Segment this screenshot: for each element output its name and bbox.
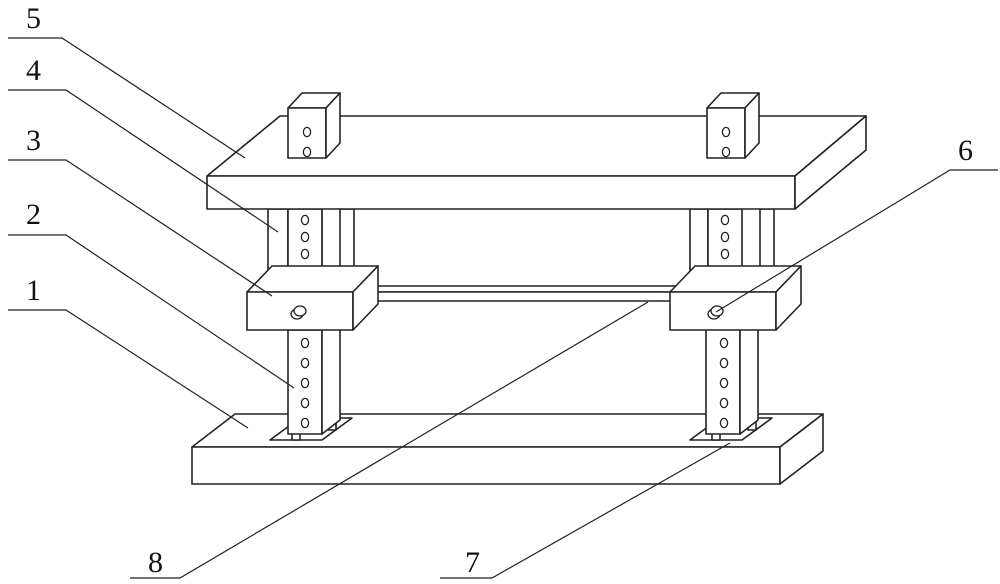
right-mounting-block	[706, 92, 760, 159]
right-lower-column	[705, 313, 759, 435]
block-hole	[302, 146, 312, 158]
column-hole	[719, 377, 729, 389]
column-hole	[719, 357, 729, 369]
left-mounting-block	[287, 92, 341, 159]
block-hole	[721, 126, 731, 138]
column-holes	[300, 126, 731, 429]
left-sliding-block	[246, 265, 379, 331]
leader-lines	[8, 37, 998, 579]
column-hole	[300, 248, 310, 260]
label-4: 4	[26, 54, 41, 87]
label-2: 2	[26, 198, 41, 231]
column-hole	[300, 377, 310, 389]
connecting-rod	[354, 285, 685, 302]
label-3: 3	[26, 124, 41, 157]
column-hole	[300, 397, 310, 409]
column-hole	[719, 397, 729, 409]
column-hole	[719, 337, 729, 349]
top-plate	[206, 115, 867, 210]
column-hole	[720, 248, 730, 260]
left-locking-pin	[290, 305, 307, 320]
column-hole	[720, 214, 730, 226]
column-hole	[300, 337, 310, 349]
column-hole	[720, 231, 730, 243]
block-hole	[721, 146, 731, 158]
label-5: 5	[26, 2, 41, 35]
column-hole	[719, 417, 729, 429]
label-1: 1	[26, 274, 41, 307]
block-hole	[302, 126, 312, 138]
left-lower-column	[287, 315, 341, 435]
label-8: 8	[148, 546, 163, 579]
base-plate	[191, 413, 824, 485]
label-7: 7	[465, 546, 480, 579]
label-6: 6	[958, 134, 973, 167]
right-sliding-block	[669, 265, 802, 331]
column-hole	[300, 214, 310, 226]
column-hole	[300, 417, 310, 429]
column-hole	[300, 357, 310, 369]
column-hole	[300, 231, 310, 243]
